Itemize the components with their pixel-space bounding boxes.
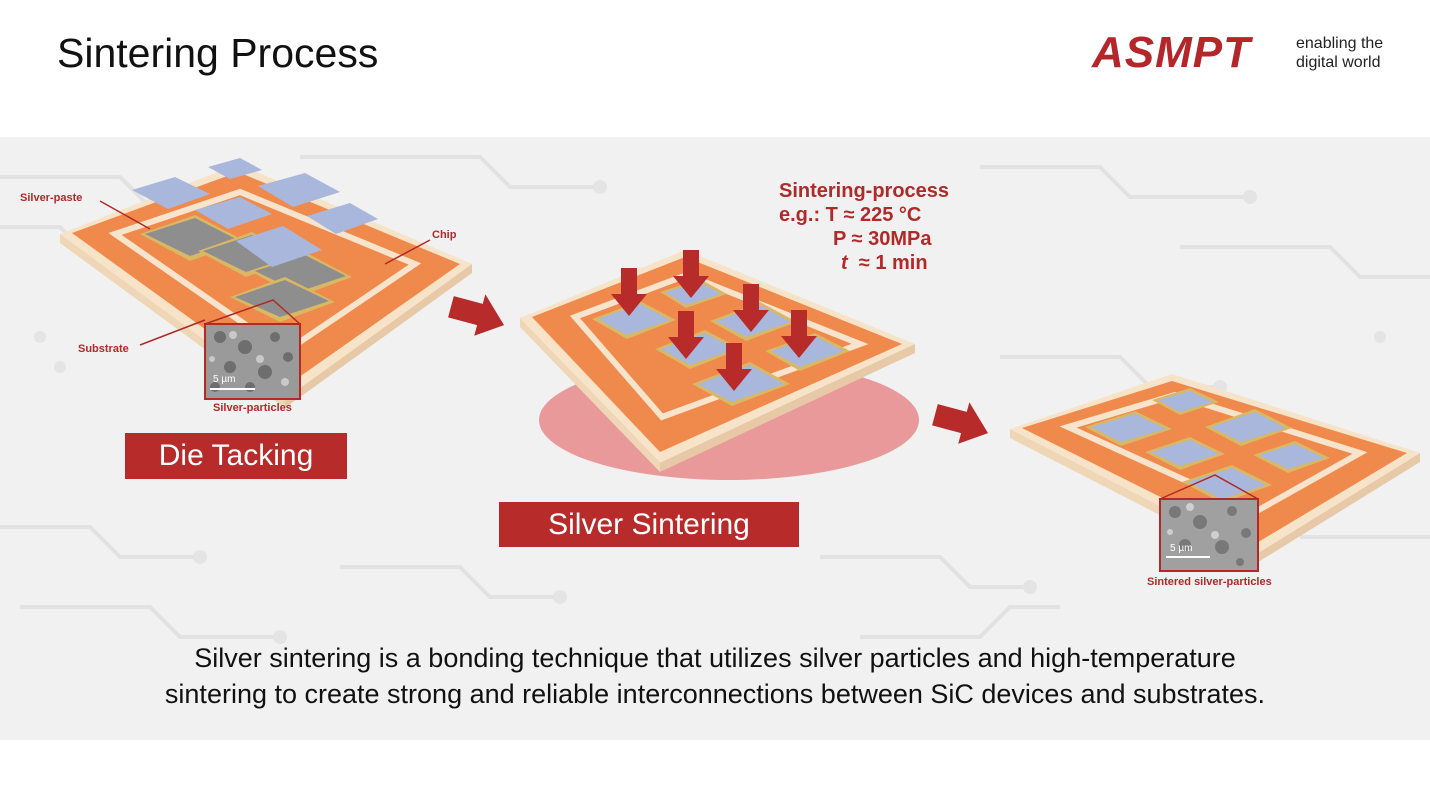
sintering-param-time: t ≈ 1 min — [779, 251, 949, 275]
stage1-micrograph — [204, 323, 301, 400]
logo-wordmark: ASMPT — [1092, 28, 1251, 77]
silver-paste-label: Silver-paste — [20, 192, 83, 204]
caption-line-1: Silver sintering is a bonding technique … — [194, 643, 1236, 673]
stage3-scale-label: 5 µm — [1170, 543, 1193, 554]
sintering-parameters: Sintering-process e.g.: T ≈ 225 °C P ≈ 3… — [779, 179, 949, 275]
stage3-chips — [1085, 388, 1330, 503]
company-logo: ASMPT enabling the digital world — [1092, 28, 1392, 77]
die-tacking-label: Die Tacking — [125, 433, 347, 479]
stage3-micrograph — [1159, 498, 1259, 572]
silver-particles-label: Silver-particles — [213, 402, 292, 414]
time-symbol: t — [841, 252, 848, 274]
stage3-leader-lines — [1159, 474, 1259, 500]
sintering-params-heading: Sintering-process — [779, 180, 950, 202]
sintered-particles-label: Sintered silver-particles — [1147, 576, 1272, 588]
circuit-background — [0, 155, 1430, 639]
caption-line-2: sintering to create strong and reliable … — [164, 679, 1266, 709]
stage1-leader-lines — [99, 200, 431, 346]
slide-caption: Silver sintering is a bonding technique … — [0, 640, 1430, 712]
logo-tagline-line1: enabling the — [1296, 35, 1384, 52]
stage1-scale-label: 5 µm — [213, 374, 236, 385]
pressure-arrows — [611, 250, 817, 391]
time-value: ≈ 1 min — [858, 252, 928, 274]
silver-sintering-label: Silver Sintering — [499, 502, 799, 547]
diagram-panel: Silver-paste Chip Substrate Silver-parti… — [0, 137, 1430, 740]
sintering-param-pressure: P ≈ 30MPa — [833, 228, 932, 250]
chip-label: Chip — [432, 229, 457, 241]
stage-arrow-1 — [448, 294, 505, 336]
logo-tagline-line2: digital world — [1296, 54, 1381, 71]
stage2-chips — [592, 279, 850, 406]
process-diagram — [0, 155, 1430, 644]
page-title: Sintering Process — [57, 30, 379, 76]
logo-tagline: enabling the digital world — [1296, 34, 1383, 72]
stage-arrow-2 — [932, 402, 989, 444]
stage1-chips — [132, 158, 378, 322]
sintering-param-temperature: e.g.: T ≈ 225 °C — [779, 204, 922, 226]
substrate-label: Substrate — [78, 343, 129, 355]
